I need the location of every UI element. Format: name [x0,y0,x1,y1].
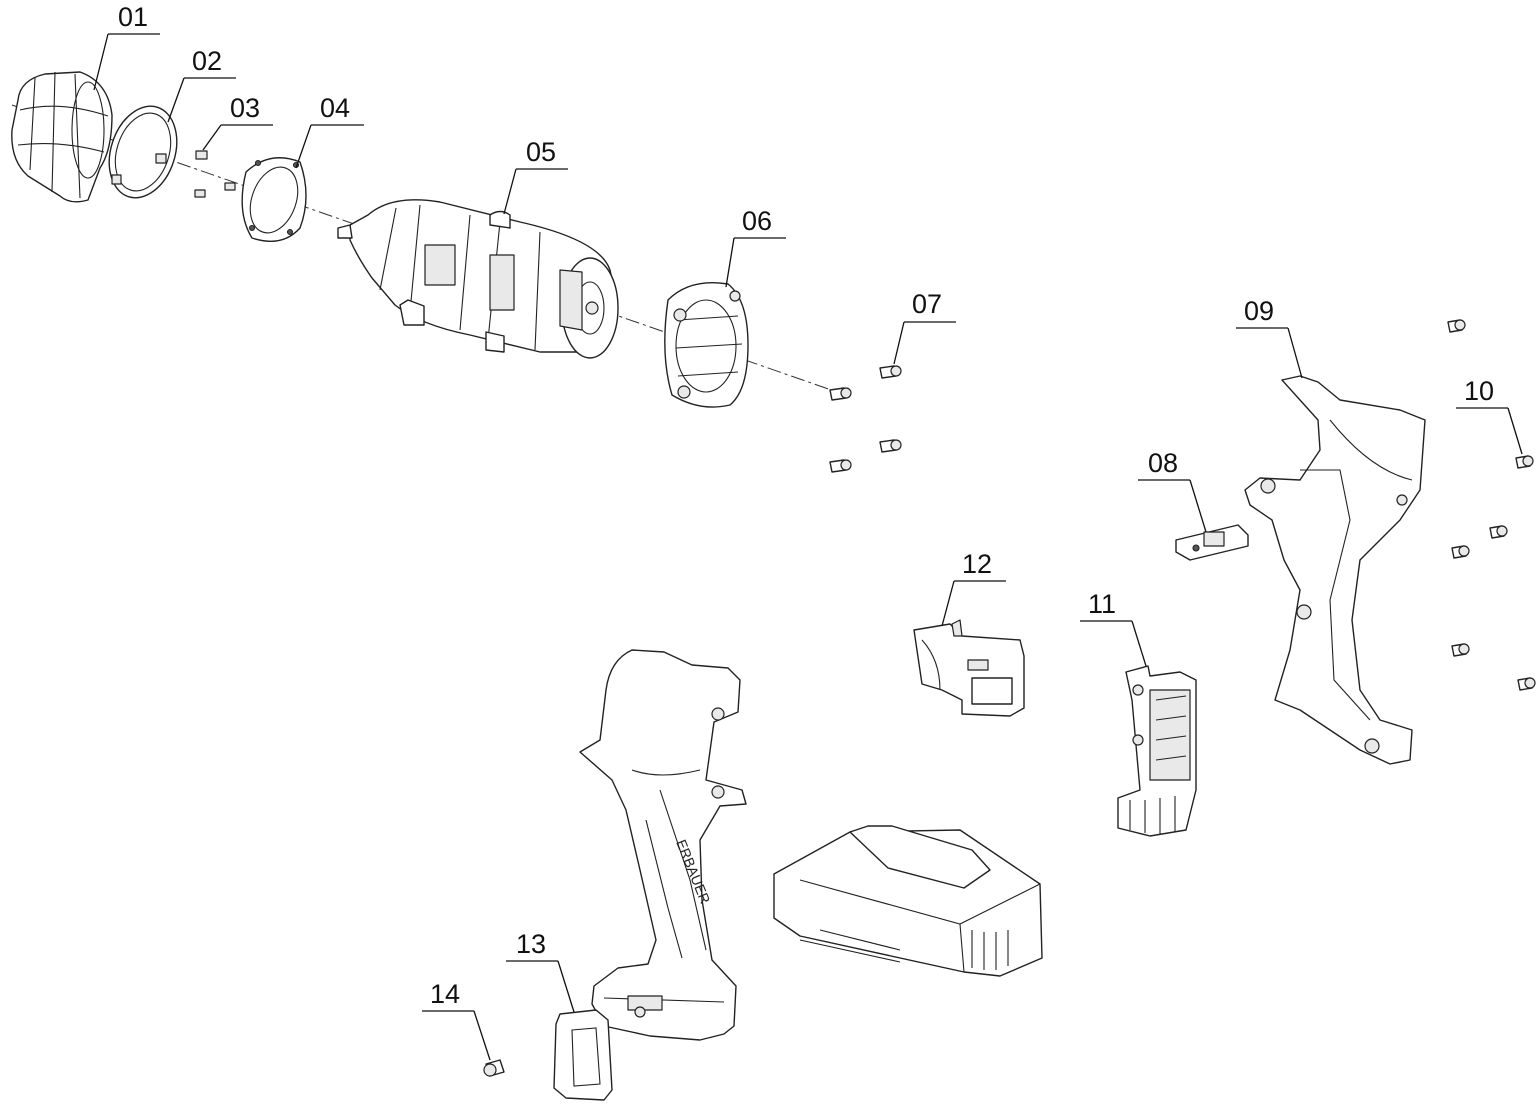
callout-label-05: 05 [526,137,556,167]
callout-label-07: 07 [912,289,942,319]
callout-label-12: 12 [962,549,992,579]
part-13-belt-clip [553,1009,613,1101]
callout-13: 13 [506,929,575,1013]
callout-11: 11 [1080,589,1147,667]
part-11-control-board [1117,665,1197,837]
part-battery-pack [773,825,1043,977]
callout-label-04: 04 [320,93,350,123]
part-handle-housing: ERBAUER [579,649,747,1041]
part-05-motor-gearbox-assembly [337,199,619,359]
part-08-direction-switch [1175,524,1249,561]
callout-label-13: 13 [516,929,546,959]
callout-02: 02 [167,46,236,123]
callout-label-06: 06 [742,206,772,236]
part-07-screws [829,365,902,473]
callout-06: 06 [725,206,786,288]
callout-label-03: 03 [230,93,260,123]
part-09-housing-shell [1244,375,1426,765]
callout-label-10: 10 [1464,376,1494,406]
callout-10: 10 [1456,376,1523,455]
callout-label-02: 02 [192,46,222,76]
part-14-clip-screw [483,1059,505,1077]
part-03-small-screws [194,150,236,198]
part-04-gasket-plate [241,157,307,242]
callout-08: 08 [1138,448,1207,533]
callout-label-08: 08 [1148,448,1178,478]
callout-07: 07 [893,289,956,365]
callout-12: 12 [941,549,1006,627]
callout-14: 14 [422,979,491,1061]
callout-label-01: 01 [118,2,148,32]
part-02-retaining-ring [108,105,178,199]
callout-label-14: 14 [430,979,460,1009]
callout-03: 03 [202,93,273,151]
callout-label-09: 09 [1244,296,1274,326]
part-10-housing-screws [1447,319,1536,691]
part-06-motor-end-cover [664,282,749,408]
callout-01: 01 [93,2,160,91]
callout-09: 09 [1236,296,1303,379]
callout-04: 04 [295,93,364,169]
part-01-nose-cover [11,71,113,203]
callout-label-11: 11 [1088,589,1116,619]
callout-05: 05 [503,137,568,215]
part-12-trigger-switch [913,619,1025,717]
